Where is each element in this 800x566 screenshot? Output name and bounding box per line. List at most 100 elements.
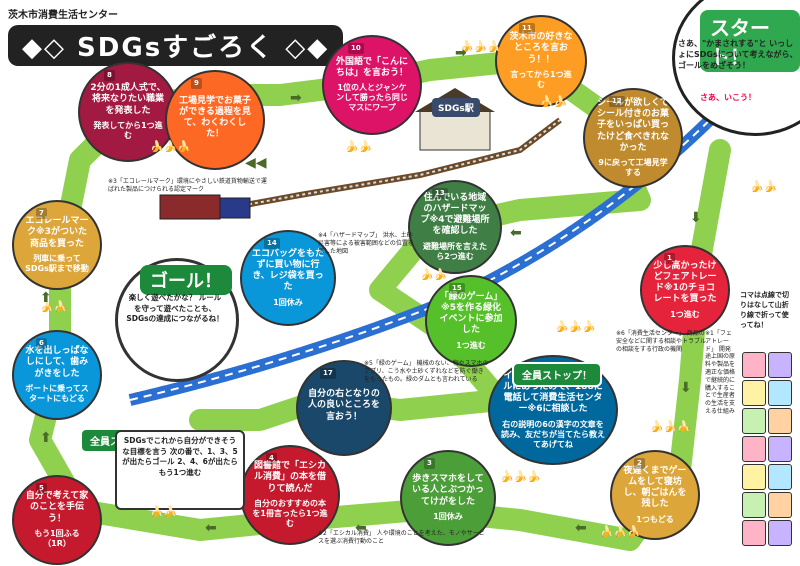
square-text: 茨木市の好きなところを言おう！！ [509, 32, 573, 65]
square-14[interactable]: 14 エコバッグをもたずに買い物に行き、レジ袋を買った 1回休み [240, 230, 336, 326]
banana-icon: 🍌🍌🍌 [650, 420, 692, 433]
square-2[interactable]: 2 夜遅くまでゲームをして寝坊し、朝ごはんを残した 1つもどる [610, 450, 700, 540]
arrow-icon: ➡ [455, 45, 467, 61]
square-action: ボートに乗ってスタートにもどる [25, 383, 89, 403]
arrow-icon: ⬆ [40, 430, 52, 446]
note-2: ※2「エシカル消費」 人や環境のことを考えた、モノやサービスを選ぶ消費行動のこと [318, 530, 485, 545]
stop-text: SDGsでこれから自分ができそうな目標を言う 次の番で、1、3、5が出たらゴール… [122, 436, 238, 477]
banana-icon: 🍌🍌 [420, 268, 448, 281]
arrow-icon: ⬇ [680, 380, 692, 396]
train [159, 194, 221, 220]
station-label: SDGs駅 [432, 98, 480, 117]
banana-icon: 🍌🍌🍌 [555, 320, 597, 333]
square-17[interactable]: 17 自分の右となりの人の良いところを言おう！ [296, 360, 392, 456]
square-text: 自分で考えて家のことを手伝う！ [25, 491, 89, 524]
square-3[interactable]: 3 歩きスマホをしている人とぶつかってけがをした 1回休み [400, 450, 496, 546]
start-go: さあ、いこう！ [700, 93, 756, 102]
square-10[interactable]: 10 外国語で「こんにちは」を言おう！ 1位の人とジャンケンして勝ったら同じマス… [322, 35, 422, 135]
pawn-piece[interactable] [768, 352, 792, 378]
square-text: 図書館で「エシカル消費」の本を借りて読んだ [253, 461, 326, 494]
square-9[interactable]: 9 工場見学でお菓子ができる過程を見て、わくわくした！ [165, 70, 265, 170]
pawn-piece[interactable] [742, 520, 766, 546]
square-number: 7 [36, 208, 47, 219]
square-action: 1つもどる [636, 514, 674, 524]
square-6[interactable]: 6 水を出しっぱなしにして、歯みがきをした ボートに乗ってスタートにもどる [12, 330, 102, 420]
page-title: ◆◇ SDGsすごろく ◇◆ [8, 25, 344, 66]
square-text: 2分の1成人式で、将来なりたい職業を発表した [90, 83, 166, 116]
banana-icon: 🍌🍌 [150, 505, 178, 518]
pawn-piece[interactable] [742, 352, 766, 378]
square-12[interactable]: 12 シールが欲しくてシール付きのお菓子をいっぱい買ったけど食べきれなかった 9… [583, 88, 683, 188]
square-13[interactable]: 13 住んでいる地域のハザードマップ※4で避難場所を確認した 避難場所を言えたら… [408, 180, 502, 274]
square-text: 少し高かったけどフェアトレード※1のチョコレートを買った [653, 260, 717, 305]
square-number: 15 [449, 283, 465, 294]
pawn-piece[interactable] [768, 464, 792, 490]
square-number: 11 [519, 23, 535, 34]
square-action: 言ってから1つ進む [510, 69, 572, 89]
train-engine [219, 197, 251, 219]
banana-icon: 🍌🍌🍌 [600, 525, 642, 538]
banana-icon: 🍌🍌 [40, 300, 68, 313]
square-text: 水を出しっぱなしにして、歯みがきをした [25, 346, 89, 379]
square-number: 4 [266, 453, 277, 464]
square-action: 9に戻って工場見学する [598, 158, 668, 178]
square-action: 右の説明の6の漢字の文章を読み、友だちが当てたら教えてあげてね [501, 419, 605, 449]
square-number: 9 [191, 78, 202, 89]
banana-icon: 🍌🍌 [345, 140, 373, 153]
pawn-piece[interactable] [768, 436, 792, 462]
square-action: 避難場所を言えたら2つ進む [423, 241, 487, 261]
square-action: 発表してから1つ進む [93, 120, 163, 140]
start-title: スタート！ [700, 10, 800, 72]
square-text: 住んでいる地域のハザードマップ※4で避難場所を確認した [420, 192, 490, 237]
start-text: さあ、"かまされする"と いっしょにSDGsについて考えながら、ゴールをめざそう… [678, 39, 798, 71]
square-text: 外国語で「こんにちは」を言おう！ [335, 56, 408, 78]
square-action: 1回休み [273, 297, 303, 307]
note-1: ※1「フェアトレード」 開発途上国の原料や製品を適正な価格で継続的に購入すること… [705, 330, 736, 415]
stop-box-1: SDGsでこれから自分ができそうな目標を言う 次の番で、1、3、5が出たらゴール… [115, 430, 245, 510]
square-number: 12 [609, 96, 625, 107]
square-5[interactable]: 5 自分で考えて家のことを手伝う！ もう1回ふる（1R） [12, 475, 102, 565]
square-action: 1つ進む [670, 309, 700, 319]
square-15[interactable]: 15 「緑のゲーム」※5を作る緑化イベントに参加した 1つ進む [425, 275, 517, 367]
square-1[interactable]: 1 少し高かったけどフェアトレード※1のチョコレートを買った 1つ進む [640, 245, 730, 335]
arrow-icon: ⬅ [355, 520, 367, 536]
square-number: 10 [348, 43, 364, 54]
square-number: 6 [36, 338, 47, 349]
square-7[interactable]: 7 エコレールマーク※3がついた商品を買った 列車に乗ってSDGs駅まで移動 [12, 200, 102, 290]
pawn-piece[interactable] [768, 408, 792, 434]
pawn-piece[interactable] [742, 492, 766, 518]
arrow-icon: ⬆ [40, 290, 52, 306]
pawn-piece[interactable] [742, 436, 766, 462]
pawn-piece[interactable] [768, 520, 792, 546]
banana-icon: 🍌🍌🍌 [460, 40, 502, 53]
banana-icon: 🍌🍌 [750, 180, 778, 193]
stop-badge-2: 全員ストップ！ [512, 362, 602, 387]
arrow-icon: ➡ [290, 90, 302, 106]
arrow-icon: ◀◀ [245, 155, 267, 171]
arrow-icon: ⬅ [575, 520, 587, 536]
banana-icon: 🍌🍌🍌 [150, 140, 192, 153]
square-8[interactable]: 8 2分の1成人式で、将来なりたい職業を発表した 発表してから1つ進む [78, 62, 178, 162]
pawn-piece[interactable] [742, 408, 766, 434]
org-name: 茨木市消費生活センター [8, 10, 118, 21]
pawn-piece[interactable] [768, 380, 792, 406]
arrow-icon: ⬇ [690, 210, 702, 226]
square-action: 列車に乗ってSDGs駅まで移動 [25, 253, 89, 273]
square-action: もう1回ふる（1R） [34, 528, 80, 548]
goal-text: 楽しく遊べたかな？ ルールを守って遊べたことも、SDGsの達成につながるね！ [126, 293, 224, 323]
pawn-note: コマは点線で切りはなして山折り線で折って使ってね！ [740, 291, 789, 329]
square-text: 歩きスマホをしている人とぶつかってけがをした [412, 474, 485, 507]
square-number: 17 [320, 368, 336, 379]
square-number: 1 [664, 253, 675, 264]
square-4[interactable]: 4 図書館で「エシカル消費」の本を借りて読んだ 自分のおすすめの本を1冊言ったら… [240, 445, 340, 545]
note-3: ※3「エコレールマーク」環境にやさしい鉄道貨物輸送で運ばれた製品につけられる認定… [108, 178, 267, 193]
pawn-piece[interactable] [742, 380, 766, 406]
square-text: エコレールマーク※3がついた商品を買った [25, 216, 89, 249]
square-number: 14 [264, 238, 280, 249]
pawn-piece[interactable] [742, 464, 766, 490]
banana-icon: 🍌🍌 [540, 95, 568, 108]
square-11[interactable]: 11 茨木市の好きなところを言おう！！ 言ってから1つ進む [495, 15, 587, 107]
pawn-piece[interactable] [768, 492, 792, 518]
square-action: 1つ進む [456, 340, 486, 350]
rail-ties [189, 119, 561, 216]
